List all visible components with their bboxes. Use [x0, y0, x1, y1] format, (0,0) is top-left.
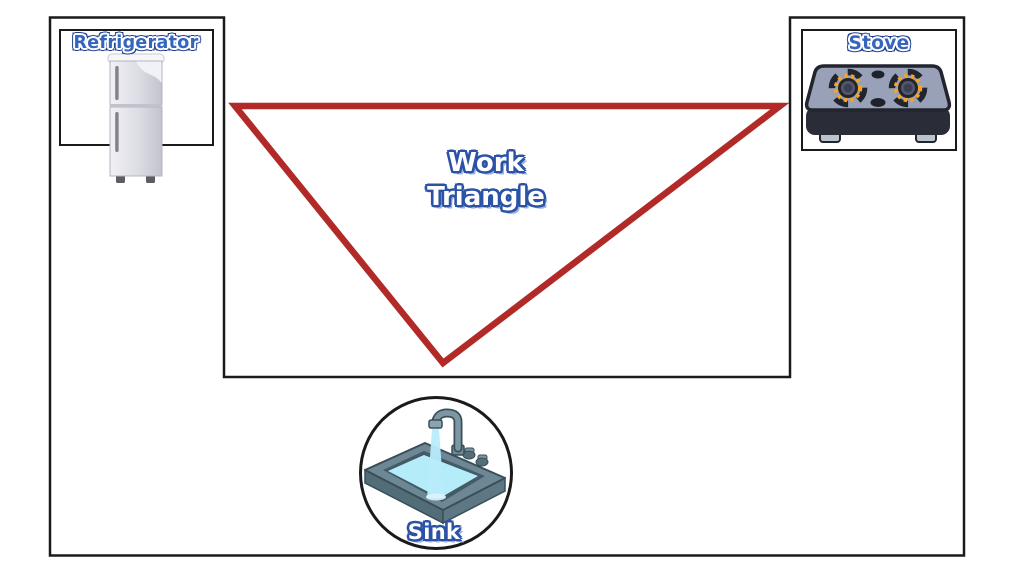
stove-label: Stove: [848, 33, 910, 54]
refrigerator-label: Refrigerator: [73, 33, 199, 53]
work-triangle-title-line1: Work: [448, 148, 524, 178]
work-triangle-title-line2: Triangle: [427, 182, 545, 213]
refrigerator-icon: [107, 53, 165, 183]
sink-label: Sink: [407, 520, 461, 544]
sink-icon: [364, 408, 506, 525]
work-triangle-shape: [228, 102, 790, 368]
stove-icon: [804, 64, 952, 143]
work-triangle-title: Work Triangle: [427, 146, 545, 215]
counter-outline-path: [48, 16, 966, 557]
